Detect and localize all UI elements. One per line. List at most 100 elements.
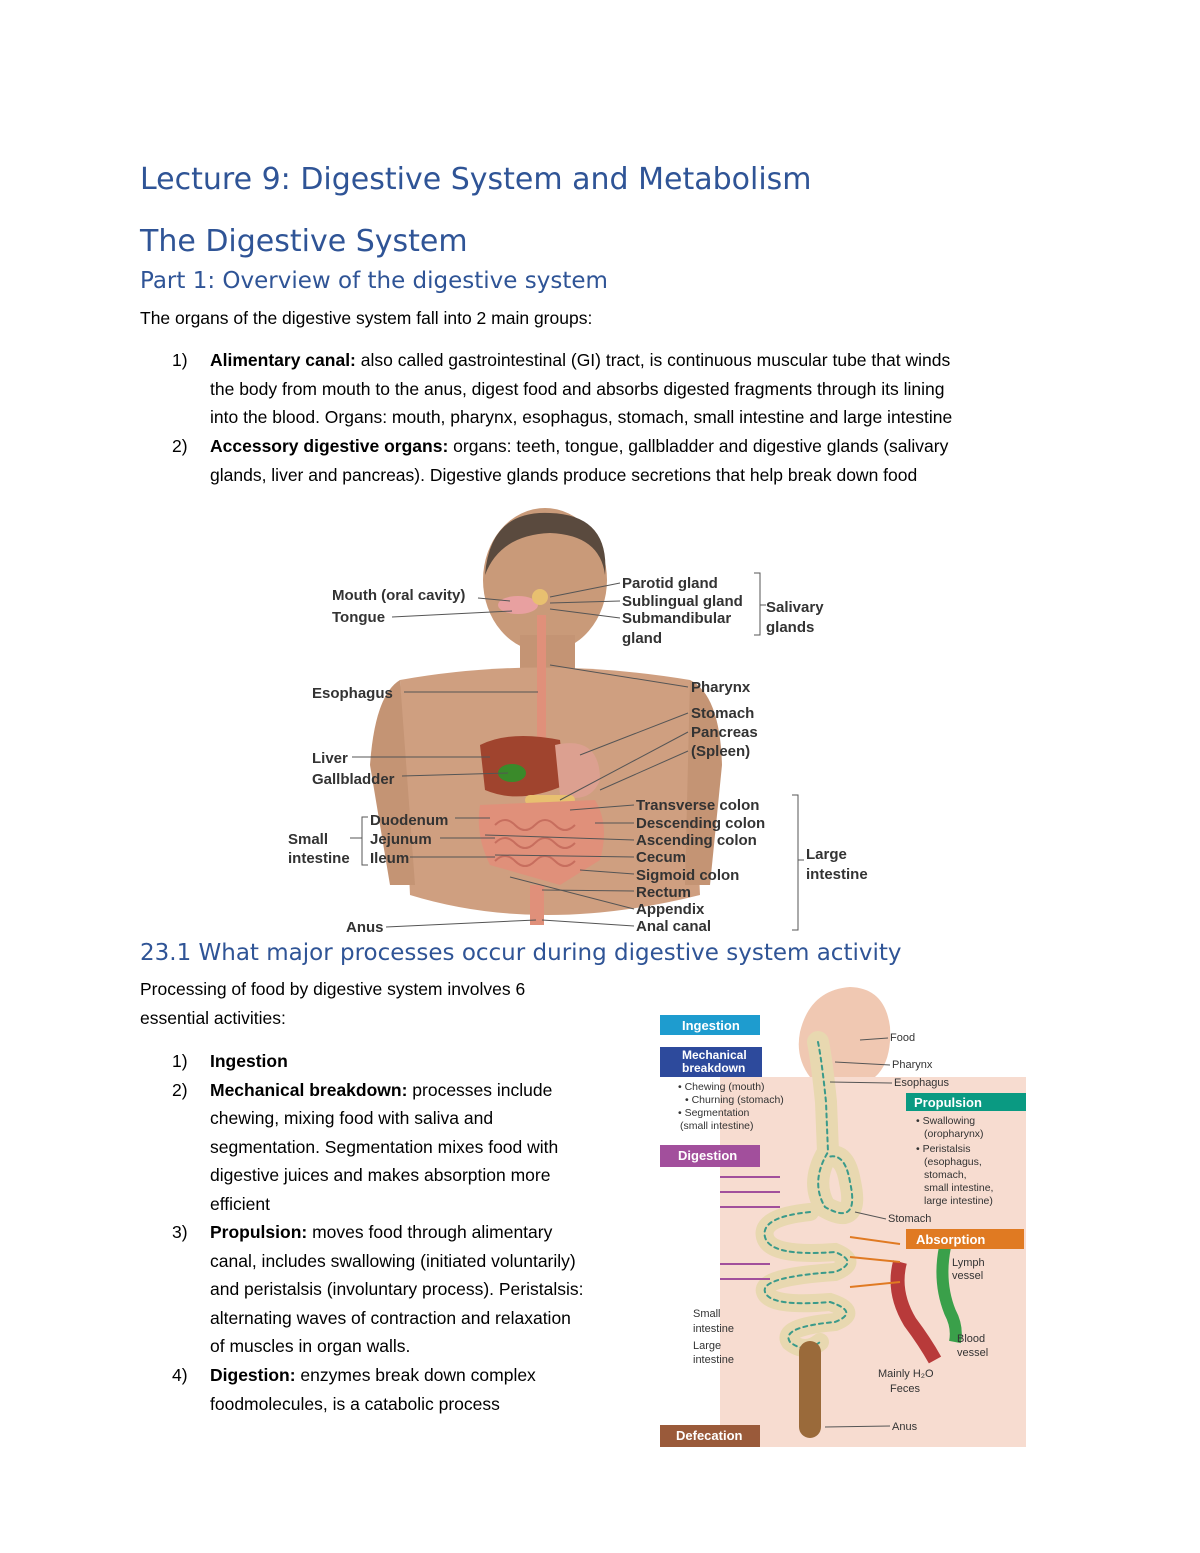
list-item: Alimentary canal: also called gastrointe… xyxy=(210,346,952,432)
breakdown-label: breakdown xyxy=(682,1061,745,1075)
mech-item: (small intestine) xyxy=(680,1120,754,1132)
mech-item: • Chewing (mouth) xyxy=(678,1081,765,1093)
label-pharynx: Pharynx xyxy=(892,1059,933,1071)
list-number: 3) xyxy=(172,1222,188,1242)
prop-item: stomach, xyxy=(924,1169,967,1181)
leader-lines xyxy=(350,572,804,931)
list-number: 1) xyxy=(172,350,188,370)
label-sigmoid-colon: Sigmoid colon xyxy=(636,867,739,884)
label-ascending-colon: Ascending colon xyxy=(636,832,757,849)
label-cecum: Cecum xyxy=(636,849,686,866)
part1-intro: The organs of the digestive system fall … xyxy=(140,308,593,328)
alimentary-tube xyxy=(755,1031,864,1438)
figure-background xyxy=(720,1077,1026,1447)
intro-line: essential activities: xyxy=(140,1007,286,1028)
list-item: Mechanical breakdown: processes include … xyxy=(210,1076,558,1219)
list-item: Accessory digestive organs: organs: teet… xyxy=(210,432,948,489)
digestive-system-figure: Mouth (oral cavity) Tongue Esophagus Liv… xyxy=(288,508,868,936)
prop-item: • Swallowing xyxy=(916,1115,975,1127)
label-sublingual: Sublingual gland xyxy=(622,593,743,610)
term: Mechanical breakdown: xyxy=(210,1079,408,1100)
item-text: moves food through alimentary xyxy=(307,1222,553,1242)
label-gland: gland xyxy=(622,630,662,647)
term: Ingestion xyxy=(210,1051,288,1071)
digestion-box xyxy=(660,1145,760,1167)
label-large-intestine: intestine xyxy=(806,866,868,883)
propulsion-box xyxy=(906,1093,1026,1111)
digestion-label: Digestion xyxy=(678,1148,737,1163)
label-esophagus: Esophagus xyxy=(894,1077,950,1089)
label-small: Small xyxy=(693,1308,721,1320)
defecation-label: Defecation xyxy=(676,1428,743,1443)
label-blood: Blood xyxy=(957,1333,985,1345)
prop-item: small intestine, xyxy=(924,1182,993,1194)
label-spleen: (Spleen) xyxy=(691,743,750,760)
ingestion-label: Ingestion xyxy=(682,1018,740,1033)
label-food: Food xyxy=(890,1032,915,1044)
label-glands: glands xyxy=(766,619,814,636)
label-large: Large xyxy=(806,846,847,863)
item-text: organs: teeth, tongue, gallbladder and d… xyxy=(448,436,949,456)
label-tongue: Tongue xyxy=(332,609,385,626)
item-text: chewing, mixing food with saliva and xyxy=(210,1108,494,1128)
section23-intro: Processing of food by digestive system i… xyxy=(140,975,525,1032)
section23-list: 1) Ingestion 2) Mechanical breakdown: pr… xyxy=(140,1047,640,1427)
item-text: and peristalsis (involuntary process). P… xyxy=(210,1279,584,1299)
label-stomach: Stomach xyxy=(691,705,754,722)
label-jejunum: Jejunum xyxy=(370,831,432,848)
mechanical-box xyxy=(660,1047,762,1077)
mech-item: • Segmentation xyxy=(678,1107,750,1119)
label-lymph-vessel: vessel xyxy=(952,1270,983,1282)
item-text: glands, liver and pancreas). Digestive g… xyxy=(210,464,918,485)
part1-list: 1) Alimentary canal: also called gastroi… xyxy=(140,346,1100,496)
label-anus: Anus xyxy=(346,919,384,936)
label-mainly-water: Mainly H₂O xyxy=(878,1368,934,1380)
label-small: Small xyxy=(288,831,328,848)
absorption-box xyxy=(906,1229,1024,1249)
item-text: processes include xyxy=(407,1079,553,1100)
mech-item: • Churning (stomach) xyxy=(685,1094,784,1106)
digestive-processes-figure: Ingestion Mechanical breakdown • Chewing… xyxy=(660,987,1026,1447)
section23-heading: 23.1 What major processes occur during d… xyxy=(140,940,902,966)
item-text: into the blood. Organs: mouth, pharynx, … xyxy=(210,407,953,427)
digestion-arrows xyxy=(720,1176,780,1280)
list-item: Ingestion xyxy=(210,1047,288,1076)
blood-vessel xyxy=(890,1260,942,1364)
prop-item: • Peristalsis xyxy=(916,1143,970,1155)
label-liver: Liver xyxy=(312,750,348,767)
defecation-box xyxy=(660,1425,760,1447)
term: Accessory digestive organs: xyxy=(210,436,449,456)
absorption-label: Absorption xyxy=(916,1232,985,1247)
label-lymph: Lymph xyxy=(952,1257,985,1269)
term: Digestion: xyxy=(210,1365,296,1385)
label-intestine: intestine xyxy=(288,850,350,867)
label-mouth: Mouth (oral cavity) xyxy=(332,587,465,604)
label-small-intestine: intestine xyxy=(693,1323,734,1335)
list-item: Digestion: enzymes break down complex fo… xyxy=(210,1361,536,1418)
prop-item: (oropharynx) xyxy=(924,1128,984,1140)
label-gallbladder: Gallbladder xyxy=(312,771,395,788)
label-ileum: Ileum xyxy=(370,850,409,867)
label-blood-vessel: vessel xyxy=(957,1347,988,1359)
prop-item: (esophagus, xyxy=(924,1156,982,1168)
intro-line: Processing of food by digestive system i… xyxy=(140,979,526,999)
absorption-arrows xyxy=(849,1236,901,1288)
label-large: Large xyxy=(693,1340,721,1352)
body-silhouette xyxy=(370,508,722,915)
label-rectum: Rectum xyxy=(636,884,691,901)
label-submandibular: Submandibular xyxy=(622,610,731,627)
item-text: digestive juices and makes absorption mo… xyxy=(210,1165,551,1185)
item-text: alternating waves of contraction and rel… xyxy=(210,1307,571,1328)
list-number: 4) xyxy=(172,1365,188,1385)
label-pancreas: Pancreas xyxy=(691,724,758,741)
leader-lines xyxy=(824,1037,893,1428)
label-salivary: Salivary xyxy=(766,599,824,616)
label-duodenum: Duodenum xyxy=(370,812,448,829)
propulsion-label: Propulsion xyxy=(914,1095,982,1110)
lymph-vessel xyxy=(936,1245,962,1344)
item-text: foodmolecules, is a catabolic process xyxy=(210,1393,500,1414)
label-appendix: Appendix xyxy=(636,901,705,918)
label-stomach: Stomach xyxy=(888,1213,931,1225)
label-transverse-colon: Transverse colon xyxy=(636,797,759,814)
page-title: Lecture 9: Digestive System and Metaboli… xyxy=(140,162,812,197)
